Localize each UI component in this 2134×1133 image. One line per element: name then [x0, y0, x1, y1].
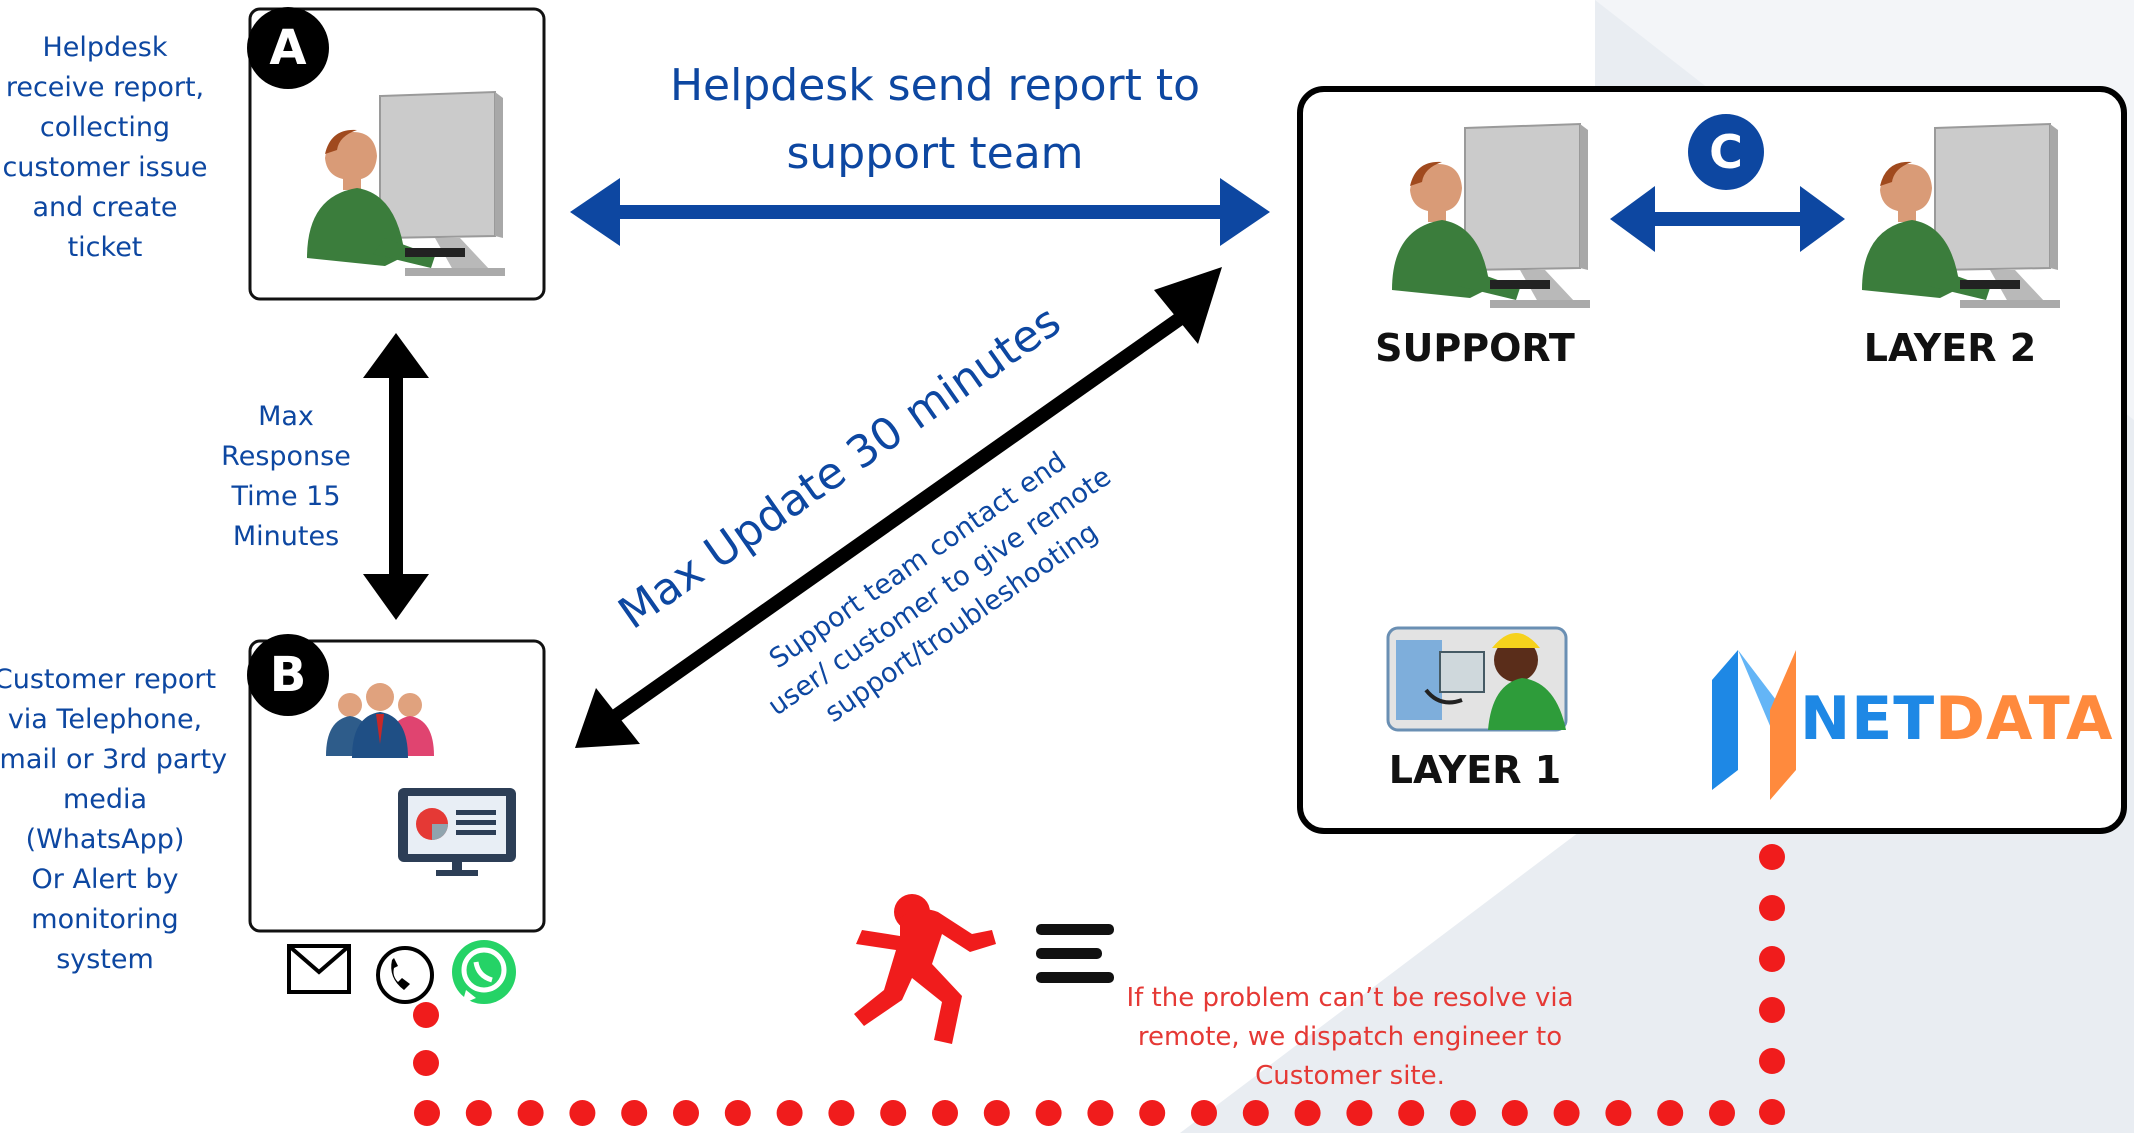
- netdata-wordmark-prefix: NET: [1800, 684, 1936, 754]
- dispatch-dot: [828, 1100, 855, 1126]
- dispatch-dot: [1759, 844, 1785, 870]
- runner-icon: [854, 894, 1114, 1044]
- send-report-line: support team: [786, 128, 1084, 179]
- dispatch-dot: [621, 1100, 648, 1126]
- customer-note-line: system: [56, 944, 154, 975]
- monitor-chart-icon: [398, 788, 516, 876]
- netdata-logo: [1712, 650, 1796, 800]
- dispatch-dot: [1605, 1100, 1632, 1126]
- dispatch-dot: [776, 1100, 803, 1126]
- arrow-response-time: [363, 333, 429, 620]
- dispatch-dot: [1035, 1100, 1062, 1126]
- helpdesk-note: Helpdesk receive report, collecting cust…: [0, 28, 210, 268]
- dispatch-dot: [465, 1100, 492, 1126]
- dispatch-note: If the problem can’t be resolve via remo…: [1110, 979, 1590, 1096]
- dispatch-dot: [1553, 1100, 1580, 1126]
- helpdesk-note-line: ticket: [67, 232, 143, 263]
- dispatch-dot: [1139, 1100, 1166, 1126]
- netdata-wordmark: NETDATA: [1800, 684, 2113, 754]
- dispatch-dot: [1759, 997, 1785, 1023]
- response-note-line: Max: [258, 401, 314, 432]
- dispatch-dot: [569, 1100, 596, 1126]
- helpdesk-note-line: Helpdesk: [42, 32, 168, 63]
- mail-icon: [287, 944, 351, 994]
- dispatch-dot: [1191, 1100, 1217, 1126]
- customer-box: [248, 639, 546, 933]
- team-icon: [326, 683, 434, 758]
- dispatch-dot: [1759, 1048, 1785, 1074]
- phone-icon: [376, 946, 434, 1004]
- customer-note-line: media (WhatsApp): [25, 784, 185, 855]
- dispatch-note-line: remote, we dispatch engineer to: [1137, 1022, 1563, 1052]
- dispatch-dot: [724, 1100, 751, 1126]
- customer-note-line: Or Alert by: [31, 864, 179, 895]
- helpdesk-note-line: receive report,: [5, 72, 205, 103]
- layer2-label: LAYER 2: [1863, 326, 2037, 370]
- dispatch-dot: [673, 1100, 699, 1126]
- dispatch-dot: [1657, 1100, 1684, 1126]
- arrow-support-layer2: [1610, 186, 1845, 252]
- dispatch-dot: [414, 1100, 440, 1126]
- dispatch-dot: [1087, 1100, 1114, 1126]
- dispatch-dot: [1501, 1100, 1528, 1126]
- dispatch-dot: [1242, 1100, 1269, 1126]
- dispatch-path: [413, 844, 1785, 1126]
- response-note-line: Time 15: [231, 481, 341, 512]
- dispatch-dot: [1709, 1100, 1735, 1126]
- dispatch-dot: [932, 1100, 958, 1126]
- badge-a: A: [247, 7, 329, 89]
- customer-note-line: via Telephone,: [7, 704, 203, 735]
- dispatch-dot: [1398, 1100, 1425, 1126]
- dispatch-dot: [1759, 1099, 1785, 1125]
- helpdesk-note-line: and create: [32, 192, 178, 223]
- dispatch-note-line: If the problem can’t be resolve via: [1126, 983, 1574, 1013]
- dispatch-dot: [1346, 1100, 1373, 1126]
- dispatch-dot: [983, 1100, 1010, 1126]
- badge-b: B: [247, 634, 329, 716]
- dispatch-dot: [413, 1002, 439, 1028]
- netdata-wordmark-suffix: DATA: [1935, 684, 2114, 754]
- send-report-caption: Helpdesk send report to support team: [600, 52, 1270, 188]
- send-report-line: Helpdesk send report to: [669, 60, 1201, 111]
- layer1-label: LAYER 1: [1388, 748, 1562, 792]
- customer-note-line: Customer report: [0, 664, 217, 695]
- response-time-note: Max Response Time 15 Minutes: [196, 397, 376, 557]
- badge-c: C: [1688, 114, 1764, 190]
- dispatch-dot: [413, 1050, 439, 1076]
- arrow-update-interval: [575, 267, 1222, 748]
- dispatch-dot: [517, 1100, 544, 1126]
- helpdesk-note-line: collecting: [39, 112, 171, 143]
- helpdesk-note-line: customer issue: [2, 152, 208, 183]
- response-note-line: Minutes: [232, 521, 340, 552]
- dispatch-dot: [1450, 1100, 1476, 1126]
- customer-note: Customer report via Telephone, email or …: [0, 660, 230, 980]
- helpdesk-box: [248, 7, 546, 301]
- whatsapp-icon: [452, 940, 516, 1004]
- technician-icon: [1386, 626, 1568, 732]
- arrow-helpdesk-support: [570, 178, 1270, 246]
- dispatch-dot: [1759, 895, 1785, 921]
- response-note-line: Response: [221, 441, 351, 472]
- customer-note-line: monitoring: [31, 904, 179, 935]
- customer-note-line: email or 3rd party: [0, 744, 228, 775]
- dispatch-dot: [880, 1100, 907, 1126]
- dispatch-dot: [1759, 946, 1785, 972]
- support-label: SUPPORT: [1375, 326, 1575, 370]
- dispatch-dot: [1294, 1100, 1321, 1126]
- dispatch-note-line: Customer site.: [1255, 1061, 1445, 1091]
